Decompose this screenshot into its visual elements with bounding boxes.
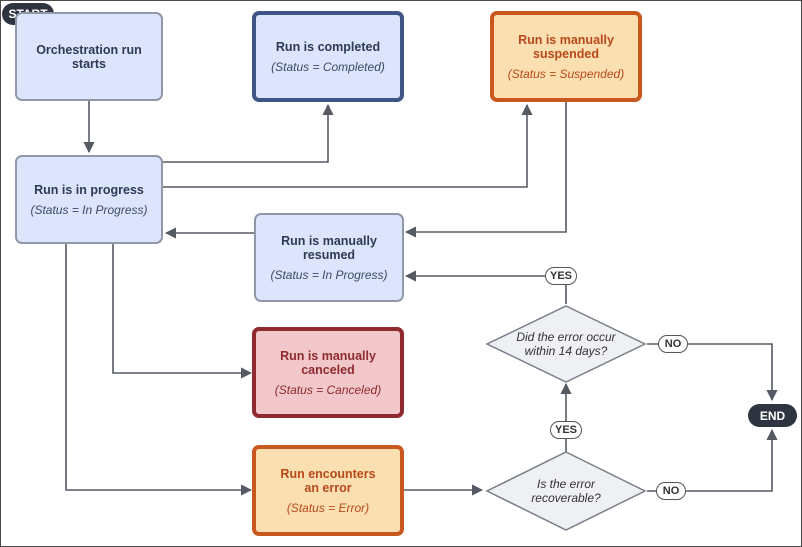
end-terminal: END xyxy=(748,404,797,427)
edge-label-yes-mid-text: YES xyxy=(554,424,577,436)
node-run-canceled-title: Run is manually canceled xyxy=(280,348,376,377)
edge-in-progress-to-completed xyxy=(163,103,334,163)
decision-recoverable-label: Is the error recoverable? xyxy=(531,477,601,505)
node-run-suspended-title: Run is manually suspended xyxy=(518,32,614,61)
node-run-error-status: (Status = Error) xyxy=(286,500,370,515)
node-run-canceled-status: (Status = Canceled) xyxy=(274,382,382,397)
edge-in-progress-to-suspended xyxy=(163,103,533,188)
edge-within-14-no-to-end xyxy=(647,343,778,402)
node-run-resumed-title: Run is manually resumed xyxy=(281,233,377,262)
node-run-completed-status: (Status = Completed) xyxy=(271,59,385,74)
edge-in-progress-to-canceled xyxy=(112,243,253,379)
edge-suspended-to-resumed xyxy=(404,101,567,238)
edge-in-progress-to-error xyxy=(65,243,253,496)
edge-within-14-yes-to-resumed xyxy=(404,270,567,304)
edge-label-no-bottom-text: NO xyxy=(662,485,680,497)
edge-label-no-top-text: NO xyxy=(664,338,682,350)
decision-within-14-days: Did the error occur within 14 days? xyxy=(506,326,626,362)
node-run-error-title: Run encounters an error xyxy=(280,466,376,495)
node-run-suspended-status: (Status = Suspended) xyxy=(507,66,625,81)
decision-within-14-days-label: Did the error occur within 14 days? xyxy=(516,330,616,358)
node-run-resumed: Run is manually resumed (Status = In Pro… xyxy=(254,213,404,302)
node-run-in-progress-status: (Status = In Progress) xyxy=(30,202,148,217)
node-run-in-progress: Run is in progress (Status = In Progress… xyxy=(15,155,163,244)
node-orchestration-starts-title: Orchestration run starts xyxy=(36,42,142,71)
decision-recoverable: Is the error recoverable? xyxy=(526,468,606,514)
edge-label-yes-mid: YES xyxy=(550,421,582,439)
node-run-completed-title: Run is completed xyxy=(275,39,381,54)
edge-recoverable-no-to-end xyxy=(647,428,778,492)
end-label: END xyxy=(759,408,786,423)
node-run-in-progress-title: Run is in progress xyxy=(34,182,144,197)
node-run-canceled: Run is manually canceled (Status = Cance… xyxy=(252,327,404,418)
edge-label-no-top: NO xyxy=(658,335,688,353)
node-run-completed: Run is completed (Status = Completed) xyxy=(252,11,404,102)
decision-recoverable-shape xyxy=(485,451,647,531)
decision-within-14-days-shape xyxy=(485,305,647,383)
edge-label-no-bottom: NO xyxy=(656,482,686,500)
node-run-error: Run encounters an error (Status = Error) xyxy=(252,445,404,536)
edge-label-yes-top: YES xyxy=(545,267,577,285)
edge-label-yes-top-text: YES xyxy=(549,270,572,282)
node-run-resumed-status: (Status = In Progress) xyxy=(270,267,388,282)
node-run-suspended: Run is manually suspended (Status = Susp… xyxy=(490,11,642,102)
node-orchestration-starts: Orchestration run starts xyxy=(15,12,163,101)
